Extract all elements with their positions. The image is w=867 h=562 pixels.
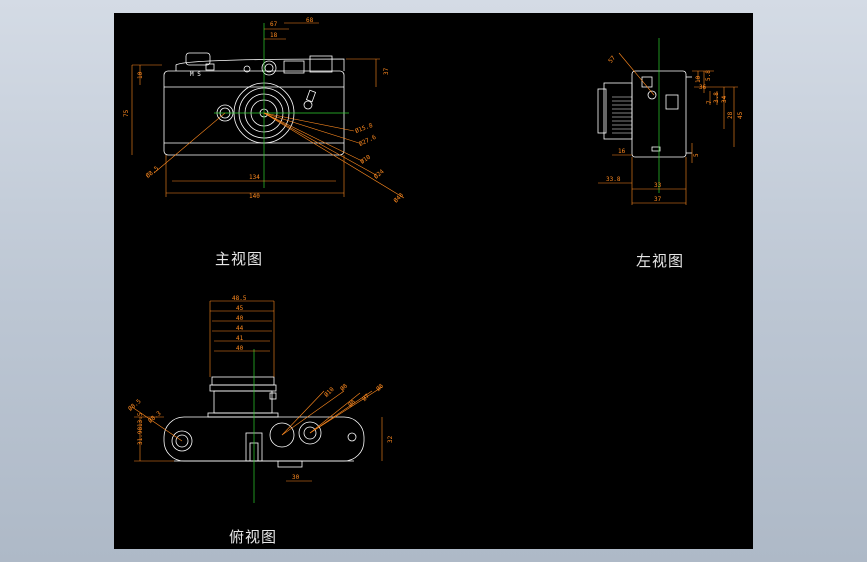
svg-text:48.5: 48.5 <box>232 295 247 302</box>
svg-text:Ø10: Ø10 <box>323 386 336 399</box>
svg-text:7: 7 <box>706 100 713 104</box>
svg-text:134: 134 <box>249 174 260 181</box>
svg-text:10: 10 <box>695 75 702 83</box>
svg-text:32: 32 <box>387 435 394 443</box>
left-dim-texts: 57 10 5.8 7 3.8 34 36 28 45 16 5 33.8 33… <box>606 54 744 203</box>
svg-text:36: 36 <box>699 84 707 91</box>
svg-text:Ø8: Ø8 <box>347 398 357 408</box>
top-view-title: 俯视图 <box>229 528 278 546</box>
top-dim-lines <box>131 300 383 482</box>
svg-text:33: 33 <box>654 182 662 189</box>
svg-text:Ø8: Ø8 <box>339 382 349 392</box>
svg-text:30: 30 <box>292 474 300 481</box>
svg-text:57: 57 <box>607 54 617 64</box>
svg-text:40: 40 <box>236 345 244 352</box>
svg-text:10: 10 <box>137 71 144 79</box>
front-view-title: 主视图 <box>215 250 264 268</box>
svg-text:Ø8.5: Ø8.5 <box>127 398 143 413</box>
svg-text:33.8: 33.8 <box>606 176 621 183</box>
svg-text:Ø27.6: Ø27.6 <box>358 134 378 148</box>
front-view: M S 67 68 <box>123 17 405 204</box>
left-view-title: 左视图 <box>636 252 685 270</box>
svg-text:Ø8.5: Ø8.5 <box>145 165 161 180</box>
svg-text:Ø10: Ø10 <box>359 153 372 165</box>
cad-drawing: M S 67 68 <box>123 17 744 503</box>
svg-text:3.8: 3.8 <box>713 92 720 103</box>
svg-text:34: 34 <box>721 95 728 103</box>
front-dim-lines <box>131 22 405 199</box>
svg-text:45: 45 <box>236 305 244 312</box>
svg-text:Ø7: Ø7 <box>361 392 371 402</box>
svg-text:Ø48: Ø48 <box>392 192 405 205</box>
svg-text:5.8: 5.8 <box>705 70 712 81</box>
svg-text:Ø15.8: Ø15.8 <box>354 122 374 135</box>
svg-text:Ø8: Ø8 <box>375 382 385 392</box>
front-centerlines <box>214 23 349 188</box>
svg-text:Ø24: Ø24 <box>373 168 386 181</box>
svg-text:31.98: 31.98 <box>137 427 144 445</box>
svg-text:41: 41 <box>236 335 244 342</box>
svg-text:40: 40 <box>236 315 244 322</box>
top-body-outline <box>163 416 365 462</box>
left-view: 57 10 5.8 7 3.8 34 36 28 45 16 5 33.8 33… <box>597 38 744 205</box>
left-dim-lines <box>598 52 738 205</box>
top-dim-texts: 48.5 45 40 44 41 40 Ø8.5 Ø8.3 Ø10 Ø8 Ø8 … <box>127 295 394 481</box>
svg-text:37: 37 <box>383 67 390 75</box>
svg-text:16: 16 <box>618 148 626 155</box>
svg-text:28: 28 <box>727 111 734 119</box>
svg-text:67: 67 <box>270 21 278 28</box>
svg-text:37: 37 <box>654 196 662 203</box>
top-view: 48.5 45 40 44 41 40 Ø8.5 Ø8.3 Ø10 Ø8 Ø8 … <box>127 295 394 503</box>
svg-text:18: 18 <box>270 32 278 39</box>
front-model-label: M S <box>190 71 201 78</box>
svg-text:45: 45 <box>737 111 744 119</box>
drawing-canvas[interactable]: M S 67 68 <box>114 13 753 549</box>
svg-text:140: 140 <box>249 193 260 200</box>
svg-text:75: 75 <box>123 109 130 117</box>
svg-text:68: 68 <box>306 17 314 24</box>
svg-text:5: 5 <box>693 153 700 157</box>
svg-text:44: 44 <box>236 325 244 332</box>
svg-text:13.5: 13.5 <box>137 412 144 427</box>
